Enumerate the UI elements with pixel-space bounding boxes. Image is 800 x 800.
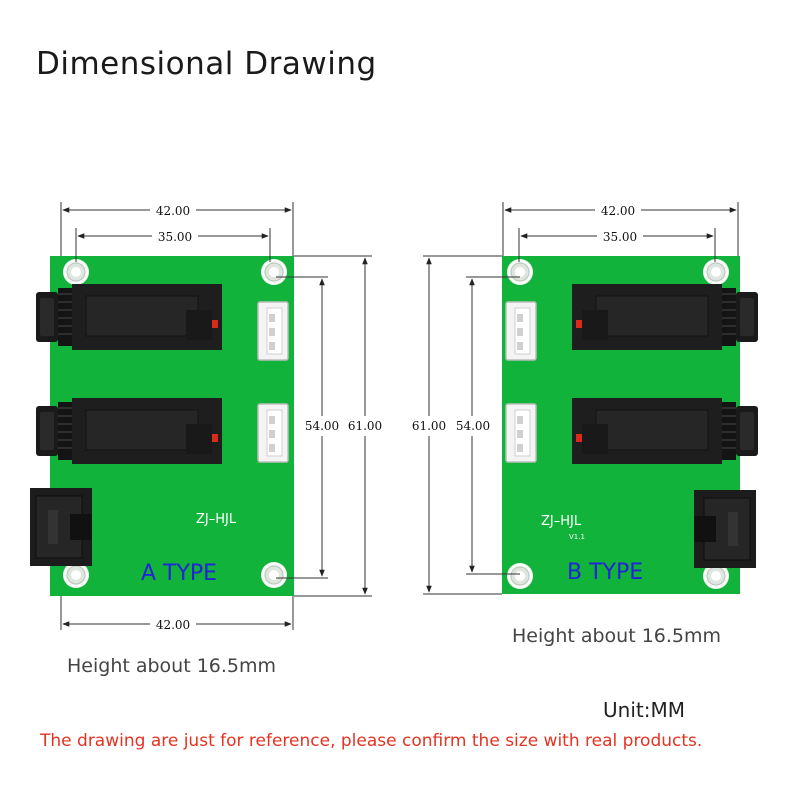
board-a-dim-outer-height: 61.00 xyxy=(348,419,382,433)
board-b-dimensions xyxy=(423,202,739,595)
mount-hole-icon xyxy=(260,561,288,589)
connector-icon xyxy=(257,301,289,361)
connector-icon xyxy=(257,403,289,463)
mini-jack-icon xyxy=(29,487,93,567)
audio-jack-icon xyxy=(571,283,759,351)
mount-hole-icon xyxy=(506,562,534,590)
board-b-type-label: B TYPE xyxy=(567,560,643,585)
mount-hole-icon xyxy=(506,258,534,286)
board-a-dim-bottom: 42.00 xyxy=(156,618,190,632)
board-b-dim-top-outer: 42.00 xyxy=(601,204,635,218)
mini-jack-icon xyxy=(693,489,757,569)
connector-icon xyxy=(505,301,537,361)
audio-jack-icon xyxy=(35,283,223,351)
audio-jack-icon xyxy=(571,397,759,465)
mount-hole-icon xyxy=(260,258,288,286)
board-b-height-note: Height about 16.5mm xyxy=(512,625,722,647)
board-b-dim-top-inner: 35.00 xyxy=(603,230,637,244)
board-a-dim-inner-height: 54.00 xyxy=(305,419,339,433)
board-b: ZJ–HJL V1.1 B TYPE xyxy=(502,256,759,594)
board-b-dim-inner-height: 54.00 xyxy=(456,419,490,433)
board-a-silk-label: ZJ–HJL xyxy=(196,512,237,527)
board-b-dim-outer-height: 61.00 xyxy=(412,419,446,433)
connector-icon xyxy=(505,403,537,463)
board-a: ZJ–HJL A TYPE xyxy=(29,256,294,596)
page-title: Dimensional Drawing xyxy=(36,46,377,82)
unit-label: Unit:MM xyxy=(603,698,685,722)
board-a-height-note: Height about 16.5mm xyxy=(67,655,277,677)
board-a-dimensions xyxy=(60,202,372,630)
mount-hole-icon xyxy=(702,258,730,286)
disclaimer-text: The drawing are just for reference, plea… xyxy=(40,731,703,751)
board-b-silk-label: ZJ–HJL xyxy=(541,514,582,529)
board-a-type-label: A TYPE xyxy=(141,561,217,586)
board-b-version: V1.1 xyxy=(569,533,585,541)
board-a-dim-top-outer: 42.00 xyxy=(156,204,190,218)
mount-hole-icon xyxy=(62,258,90,286)
audio-jack-icon xyxy=(35,397,223,465)
board-a-dim-top-inner: 35.00 xyxy=(158,230,192,244)
